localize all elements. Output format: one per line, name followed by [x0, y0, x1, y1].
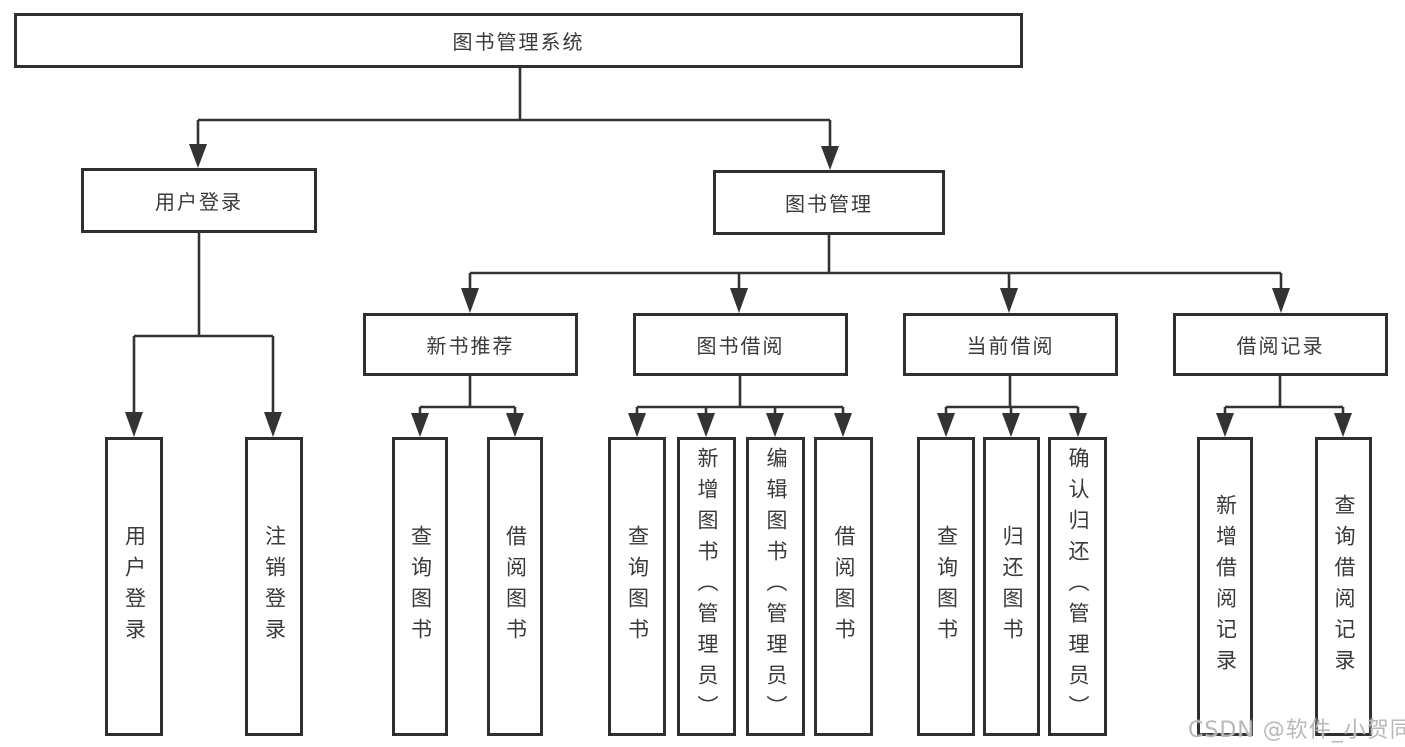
csdn-watermark: CSDN @软件_小贺同学: [1188, 718, 1405, 743]
node-new-book-recommend: 新书推荐: [363, 313, 578, 376]
leaf-return-book: 归还图书: [983, 437, 1040, 736]
leaf-add-book-admin: 新增图书（管理员）: [677, 437, 736, 736]
leaf-confirm-return-admin: 确认归还（管理员）: [1048, 437, 1107, 736]
leaf-query-book-borrow: 查询图书: [608, 437, 666, 736]
leaf-add-borrow-record: 新增借阅记录: [1197, 437, 1253, 736]
node-book-management: 图书管理: [713, 170, 945, 235]
leaf-user-login: 用户登录: [105, 437, 163, 736]
leaf-query-borrow-record: 查询借阅记录: [1315, 437, 1372, 736]
leaf-query-book-current: 查询图书: [917, 437, 975, 736]
node-user-login: 用户登录: [81, 168, 317, 233]
node-current-borrow: 当前借阅: [903, 313, 1118, 376]
leaf-query-book-recommend: 查询图书: [392, 437, 448, 736]
leaf-borrow-book-recommend: 借阅图书: [487, 437, 543, 736]
leaf-logout: 注销登录: [245, 437, 303, 736]
leaf-edit-book-admin: 编辑图书（管理员）: [746, 437, 805, 736]
node-borrow-records: 借阅记录: [1173, 313, 1388, 376]
node-book-borrow: 图书借阅: [633, 313, 848, 376]
leaf-borrow-book: 借阅图书: [814, 437, 873, 736]
node-root: 图书管理系统: [14, 13, 1023, 68]
